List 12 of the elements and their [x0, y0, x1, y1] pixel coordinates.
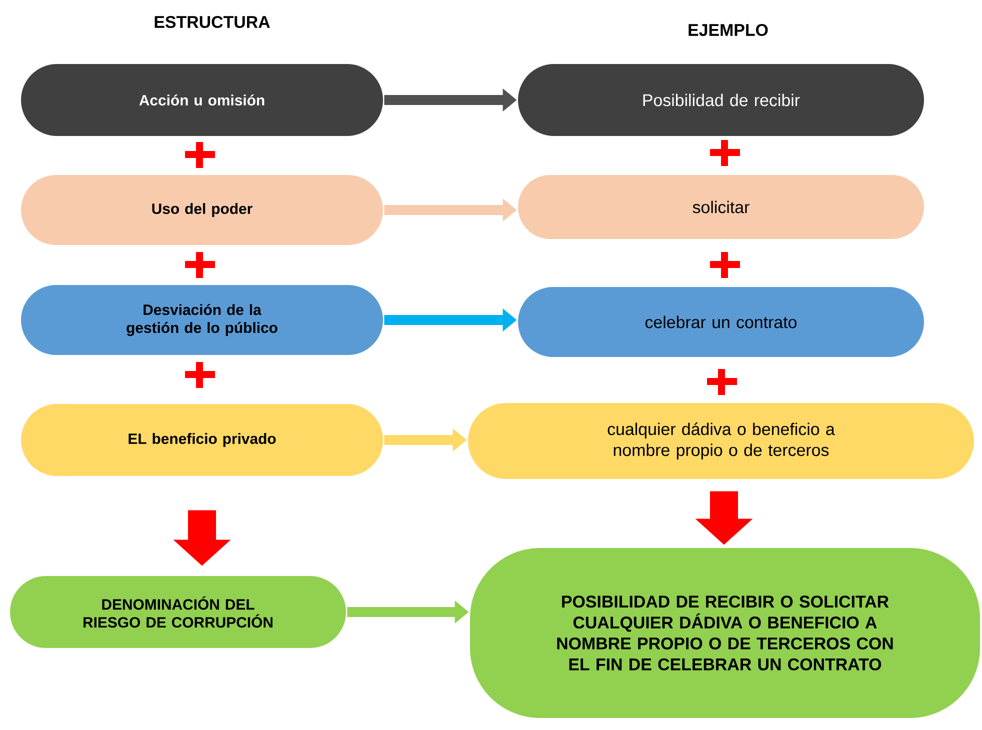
rounded-box: DENOMINACIÓN DEL RIESGO DE CORRUPCIÓN [10, 576, 346, 648]
rounded-box: EL beneficio privado [21, 404, 383, 476]
rounded-box: solicitar [518, 175, 924, 239]
rounded-box: cualquier dádiva o beneficio a nombre propio o de terceros [468, 403, 974, 479]
rounded-box: celebrar un contrato [518, 287, 924, 357]
rounded-box: POSIBILIDAD DE RECIBIR O SOLICITAR CUALQUIER DÁDIVA O BENEFICIO A NOMBRE PROPIO O DE TERCEROS CON EL FIN DE CELEBRAR UN CONTRATO [470, 548, 980, 718]
rounded-box: Posibilidad de recibir [518, 64, 924, 136]
rounded-box: Uso del poder [21, 175, 383, 245]
rounded-box: Desviación de la gestión de lo público [21, 285, 383, 355]
column-heading: ESTRUCTURA [154, 16, 270, 28]
rounded-box: Acción u omisión [21, 64, 383, 136]
column-heading: EJEMPLO [688, 24, 768, 36]
